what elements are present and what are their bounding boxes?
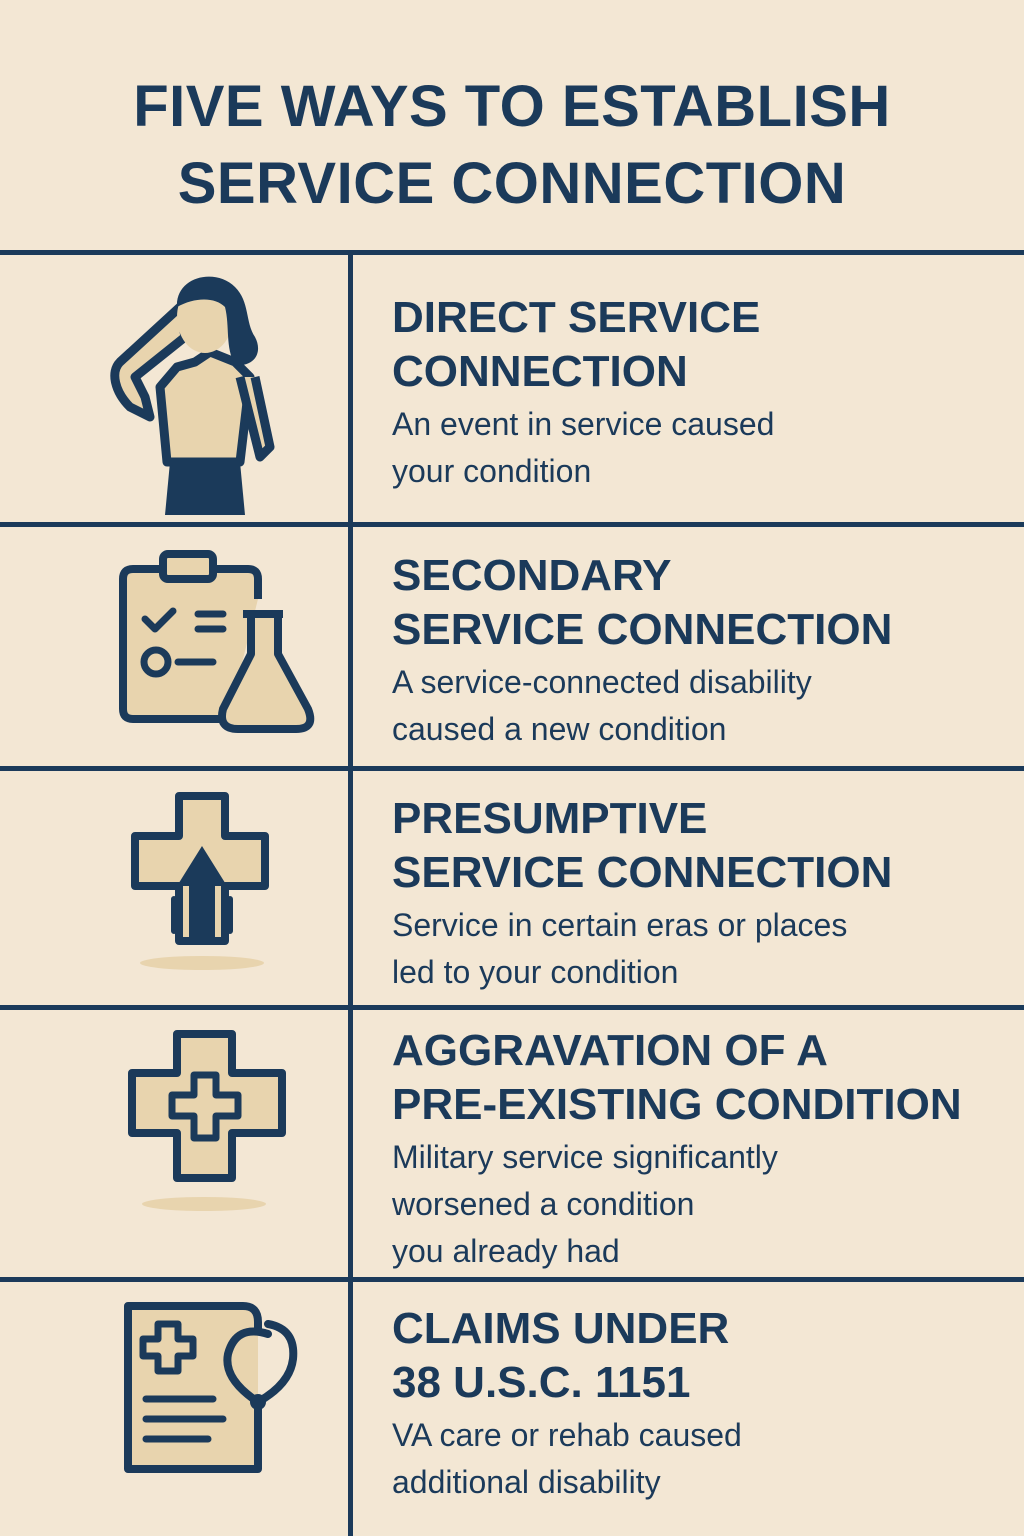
divider: [0, 250, 1024, 255]
saluting-person-icon: [0, 255, 348, 522]
heading-line: SERVICE CONNECTION: [392, 605, 893, 654]
heading-line: PRESUMPTIVE: [392, 794, 708, 843]
heading-line: PRE-EXISTING CONDITION: [392, 1080, 962, 1129]
heading-line: DIRECT SERVICE: [392, 293, 761, 342]
item-heading: AGGRAVATION OF A PRE-EXISTING CONDITION: [392, 1024, 1024, 1132]
item-secondary-service-connection: SECONDARY SERVICE CONNECTION A service-co…: [0, 527, 1024, 766]
medical-cross-icon: [0, 1010, 348, 1277]
clipboard-flask-icon: [0, 527, 348, 766]
heading-line: AGGRAVATION OF A: [392, 1026, 828, 1075]
item-direct-service-connection: DIRECT SERVICE CONNECTION An event in ser…: [0, 255, 1024, 522]
item-description: VA care or rehab caused additional disabi…: [392, 1412, 1024, 1506]
item-description: Military service significantly worsened a…: [392, 1134, 1024, 1275]
divider: [0, 766, 1024, 771]
desc-line: An event in service caused: [392, 406, 775, 442]
medical-record-stethoscope-icon: [0, 1282, 348, 1536]
item-description: A service-connected disability caused a n…: [392, 659, 1024, 753]
item-description: An event in service caused your condition: [392, 401, 1024, 495]
item-heading: SECONDARY SERVICE CONNECTION: [392, 549, 1024, 657]
item-description: Service in certain eras or places led to …: [392, 902, 1024, 996]
page-title: FIVE WAYS TO ESTABLISH SERVICE CONNECTIO…: [0, 68, 1024, 222]
item-heading: DIRECT SERVICE CONNECTION: [392, 291, 1024, 399]
desc-line: caused a new condition: [392, 711, 727, 747]
heading-line: CLAIMS UNDER: [392, 1304, 730, 1353]
heading-line: CONNECTION: [392, 347, 688, 396]
cross-arrow-up-icon: [0, 771, 348, 1005]
divider: [0, 1277, 1024, 1282]
desc-line: your condition: [392, 453, 592, 489]
item-heading: PRESUMPTIVE SERVICE CONNECTION: [392, 792, 1024, 900]
desc-line: worsened a condition: [392, 1186, 695, 1222]
heading-line: SERVICE CONNECTION: [392, 848, 893, 897]
desc-line: led to your condition: [392, 954, 679, 990]
desc-line: additional disability: [392, 1464, 661, 1500]
desc-line: VA care or rehab caused: [392, 1417, 742, 1453]
item-claims-38-usc-1151: CLAIMS UNDER 38 U.S.C. 1151 VA care or re…: [0, 1282, 1024, 1536]
item-heading: CLAIMS UNDER 38 U.S.C. 1151: [392, 1302, 1024, 1410]
title-line-1: FIVE WAYS TO ESTABLISH: [133, 74, 891, 139]
desc-line: Service in certain eras or places: [392, 907, 848, 943]
heading-line: SECONDARY: [392, 551, 672, 600]
column-divider: [348, 252, 353, 1536]
desc-line: Military service significantly: [392, 1139, 778, 1175]
divider: [0, 522, 1024, 527]
desc-line: you already had: [392, 1233, 620, 1269]
heading-line: 38 U.S.C. 1151: [392, 1358, 691, 1407]
desc-line: A service-connected disability: [392, 664, 812, 700]
item-aggravation-pre-existing: AGGRAVATION OF A PRE-EXISTING CONDITION M…: [0, 1010, 1024, 1277]
item-presumptive-service-connection: PRESUMPTIVE SERVICE CONNECTION Service in…: [0, 771, 1024, 1005]
divider: [0, 1005, 1024, 1010]
title-line-2: SERVICE CONNECTION: [177, 151, 847, 216]
